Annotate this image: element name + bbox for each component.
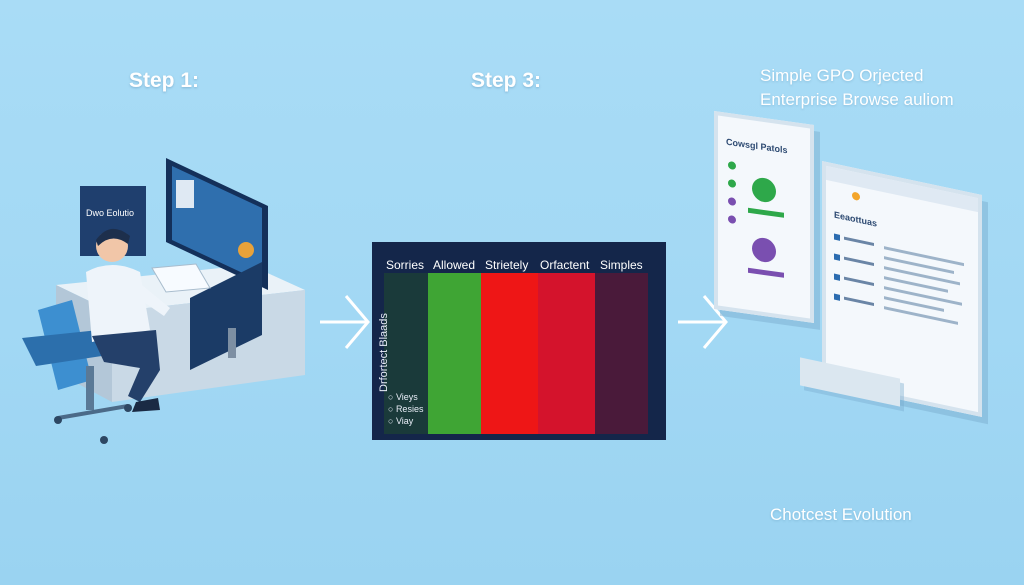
browser-tabbar xyxy=(826,165,978,213)
shield-lock-icon xyxy=(752,237,776,263)
browser-window-title: Cowsgl Patols xyxy=(726,136,788,156)
matrix-bullet: ○ Viay xyxy=(388,416,414,426)
list-icon xyxy=(834,273,840,281)
browser-logo-icon xyxy=(852,191,860,202)
matrix-column-orfactent xyxy=(538,273,595,434)
second-monitor xyxy=(190,262,262,370)
person-arm xyxy=(132,280,170,316)
text-line xyxy=(844,296,874,307)
list-bullet-icon xyxy=(728,161,736,170)
browser-window-front: Cowsgl Patols xyxy=(714,110,814,324)
matrix-row-label: Drfortect Blaads xyxy=(378,313,390,392)
matrix-column-strictly xyxy=(481,273,538,434)
top-right-caption: Simple GPO Orjected Enterprise Browse au… xyxy=(760,64,954,112)
text-line xyxy=(884,246,964,267)
list-bullet-icon xyxy=(728,197,736,206)
text-line xyxy=(884,276,948,293)
progress-bar xyxy=(748,267,784,278)
screen-panel xyxy=(176,180,194,208)
chair-wheel xyxy=(54,416,62,424)
list-icon xyxy=(834,293,840,301)
person-torso xyxy=(86,265,150,342)
progress-bar xyxy=(748,207,784,218)
text-line xyxy=(844,236,874,247)
step-3-heading: Step 3: xyxy=(471,69,542,92)
chair-post xyxy=(86,366,94,410)
list-icon xyxy=(834,253,840,261)
matrix-bullet: ○ Resies xyxy=(388,404,424,414)
arrow-right-icon xyxy=(678,295,728,349)
monitor-stand xyxy=(228,328,236,358)
text-line xyxy=(884,266,960,286)
text-line xyxy=(884,296,944,312)
list-bullet-icon xyxy=(728,179,736,188)
policy-matrix: Sorries Allowed Strietely Orfactent Simp… xyxy=(372,242,666,440)
text-line xyxy=(884,306,958,325)
person-legs xyxy=(92,330,160,402)
browser-front-content xyxy=(728,161,784,278)
matrix-header: Sorries xyxy=(386,258,425,272)
bottom-caption: Chotcest Evolution xyxy=(770,505,912,524)
matrix-column-allowed xyxy=(428,273,481,434)
list-icon xyxy=(834,233,840,241)
arrow-right-icon xyxy=(320,295,370,349)
browser-back-content xyxy=(834,233,964,325)
matrix-header: Allowed xyxy=(433,258,476,272)
bullet-text: Resies xyxy=(395,404,424,414)
list-bullet-icon xyxy=(728,215,736,224)
caption-line-1: Simple GPO Orjected xyxy=(760,66,924,85)
matrix-header: Orfactent xyxy=(540,258,590,272)
keyboard xyxy=(151,263,211,293)
matrix-bullet: ○ Vieys xyxy=(388,392,418,402)
person-hair xyxy=(96,228,130,246)
matrix-header: Strietely xyxy=(485,258,529,272)
caption-line-2: Enterprise Browse auliom xyxy=(760,90,954,109)
matrix-label-column xyxy=(384,273,428,434)
person-shoe xyxy=(132,398,160,412)
chair-wheel xyxy=(124,404,132,412)
shield-check-icon xyxy=(752,177,776,203)
matrix-column-simples xyxy=(595,273,648,434)
browser-window-title: Eeaottuas xyxy=(834,209,878,229)
text-line xyxy=(884,286,962,306)
matrix-header: Simples xyxy=(600,258,643,272)
chair-wheel xyxy=(100,436,108,444)
text-line xyxy=(844,276,874,287)
wall-sign: Dwo Eolutio xyxy=(86,208,134,218)
chair-base xyxy=(57,404,129,420)
workstation-illustration: Dwo Eolutio xyxy=(22,158,305,444)
text-line xyxy=(884,256,954,275)
bullet-text: Vieys xyxy=(395,392,418,402)
step-1-heading: Step 1: xyxy=(129,69,200,92)
text-line xyxy=(844,256,874,267)
screen-chart-icon xyxy=(238,242,254,258)
bullet-text: Viay xyxy=(395,416,414,426)
browser-window-back: Eeaottuas xyxy=(822,160,982,418)
